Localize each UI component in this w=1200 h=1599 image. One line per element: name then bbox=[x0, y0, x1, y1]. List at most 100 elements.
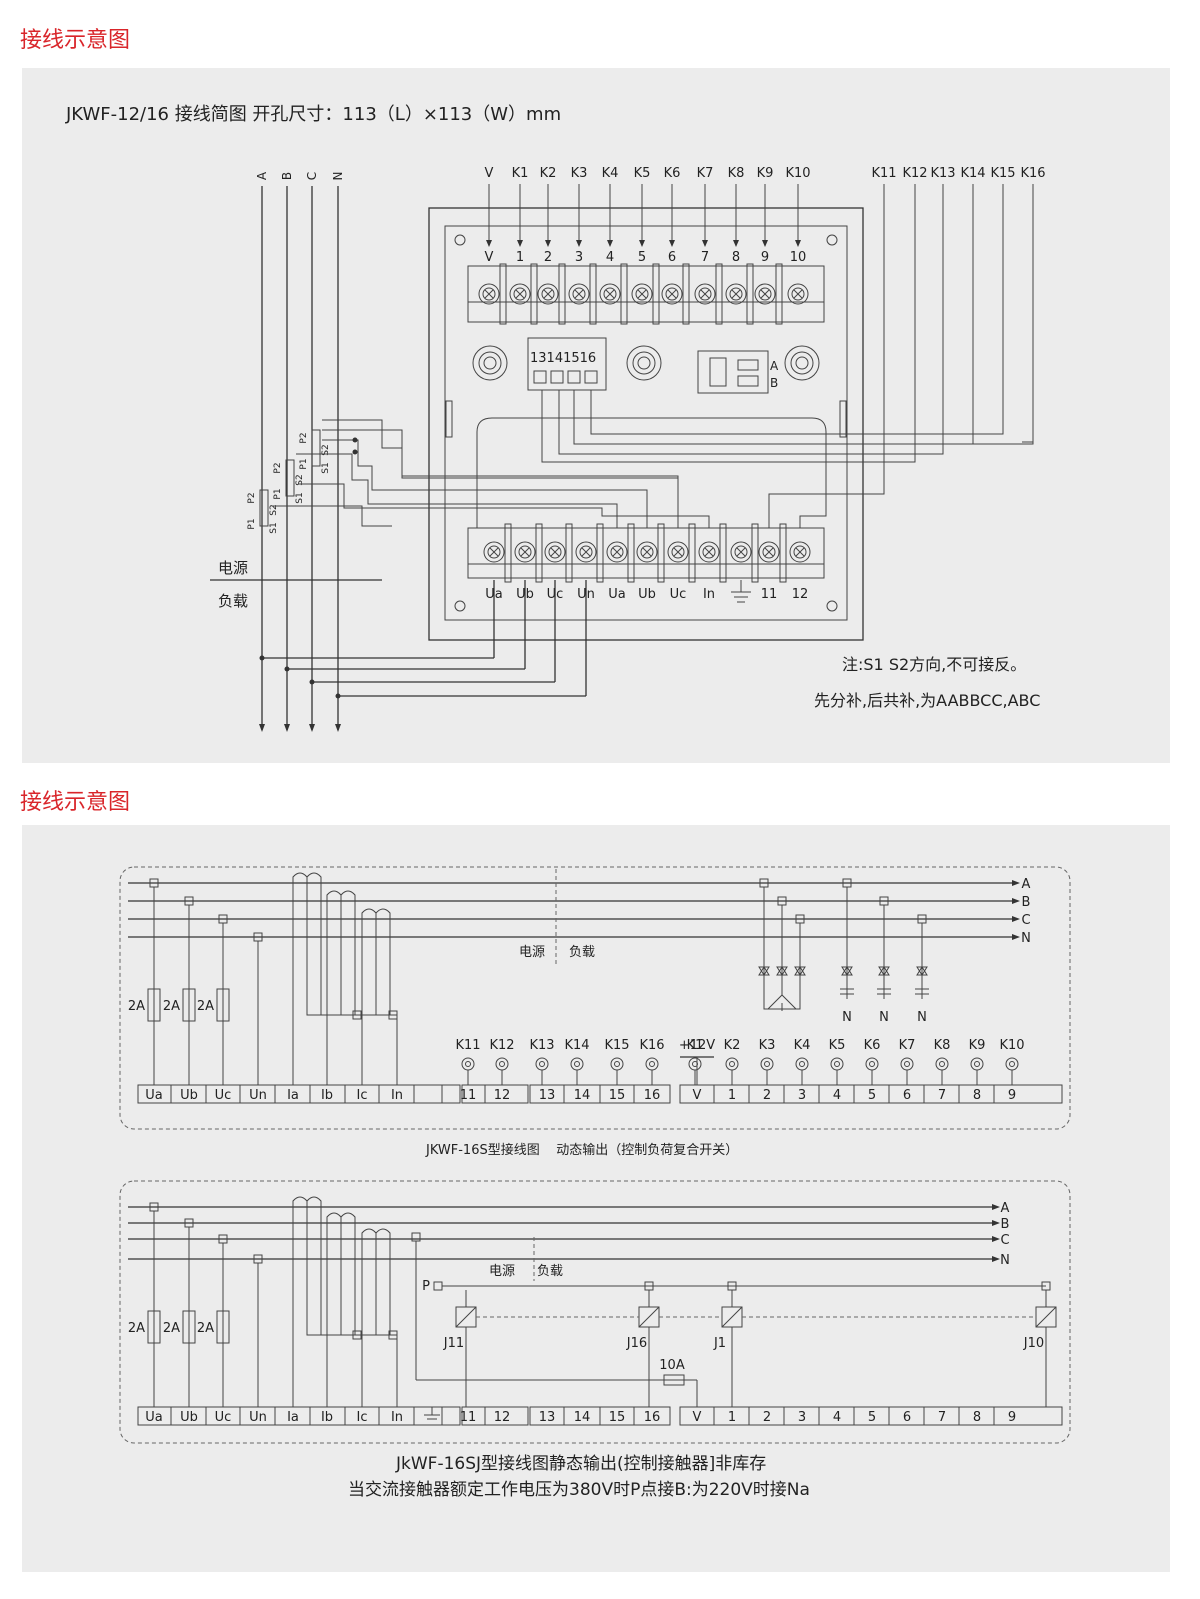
k-label: K7 bbox=[697, 166, 714, 181]
junction bbox=[335, 693, 341, 699]
k-label: K7 bbox=[899, 1038, 916, 1053]
arrow bbox=[517, 240, 523, 247]
terminal-label: 3 bbox=[798, 1088, 806, 1103]
ct-label: P1 bbox=[299, 458, 309, 469]
ring-terminal bbox=[760, 1057, 774, 1071]
terminal-label: In bbox=[703, 587, 715, 602]
wire bbox=[731, 289, 741, 299]
k-label: K2 bbox=[724, 1038, 741, 1053]
k-label: K3 bbox=[571, 166, 588, 181]
terminal-label: Un bbox=[249, 1410, 267, 1425]
phase-label: N bbox=[1000, 1253, 1010, 1268]
arrow bbox=[309, 724, 315, 732]
arrow bbox=[702, 240, 708, 247]
phase-label: B bbox=[280, 172, 294, 180]
screw bbox=[575, 541, 597, 563]
separator bbox=[558, 263, 566, 325]
ct-wire bbox=[298, 483, 710, 528]
terminal-number: 7 bbox=[701, 250, 709, 265]
terminal-label: 9 bbox=[1008, 1410, 1016, 1425]
junction bbox=[352, 449, 358, 455]
ring-inner bbox=[974, 1061, 980, 1067]
screw-inner bbox=[572, 287, 586, 301]
arrow bbox=[576, 240, 582, 247]
wire bbox=[642, 547, 652, 557]
ring-terminal bbox=[795, 1057, 809, 1071]
adjust-knobs bbox=[472, 345, 820, 381]
k-label: K4 bbox=[794, 1038, 811, 1053]
ring-inner bbox=[465, 1061, 471, 1067]
clip bbox=[445, 400, 453, 438]
phase-label: B bbox=[1001, 1217, 1010, 1232]
k-label: K12 bbox=[489, 1038, 514, 1053]
wire bbox=[700, 289, 710, 299]
ring-terminal bbox=[935, 1057, 949, 1071]
terminal-label: V bbox=[693, 1088, 702, 1103]
k-label: K8 bbox=[934, 1038, 951, 1053]
wire bbox=[484, 289, 494, 299]
terminal-strip bbox=[679, 1406, 1063, 1426]
wire bbox=[704, 547, 714, 557]
k-label: K12 bbox=[902, 166, 927, 181]
phase-label: B bbox=[1022, 895, 1031, 910]
ct-wire bbox=[322, 439, 648, 528]
screw bbox=[661, 283, 683, 305]
wire bbox=[760, 289, 770, 299]
screw bbox=[544, 541, 566, 563]
k-label: K1 bbox=[512, 166, 529, 181]
junction bbox=[284, 666, 290, 672]
diagram-16s-frame bbox=[119, 866, 1071, 1130]
screw-inner bbox=[640, 545, 654, 559]
terminal-label: 13 bbox=[539, 1410, 556, 1425]
arrow bbox=[1012, 880, 1020, 886]
phase-label: C bbox=[1021, 913, 1030, 928]
ct-label: S1 bbox=[269, 522, 279, 533]
terminal-number: V bbox=[485, 250, 494, 265]
separator bbox=[779, 523, 787, 583]
terminal-label: 1 bbox=[728, 1088, 736, 1103]
diagram-16sj-frame bbox=[119, 1180, 1071, 1444]
k-label: K9 bbox=[757, 166, 774, 181]
k-label: K1 bbox=[687, 1038, 704, 1053]
k-label: +12V bbox=[679, 1038, 715, 1053]
separator bbox=[682, 263, 690, 325]
k-label: K9 bbox=[969, 1038, 986, 1053]
phase-label: A bbox=[1001, 1201, 1010, 1216]
ct-label: S2 bbox=[295, 474, 305, 485]
label-a: A bbox=[770, 359, 779, 373]
wire bbox=[605, 289, 615, 299]
ct-label: S2 bbox=[321, 444, 331, 455]
mount-hole bbox=[826, 600, 838, 612]
arrow bbox=[545, 240, 551, 247]
screw-inner bbox=[518, 545, 532, 559]
wire bbox=[581, 547, 591, 557]
ring-terminal bbox=[535, 1057, 549, 1071]
ring-inner bbox=[904, 1061, 910, 1067]
wire bbox=[515, 289, 525, 299]
k-label: K6 bbox=[664, 166, 681, 181]
terminal-label: 11 bbox=[460, 1088, 477, 1103]
junction bbox=[352, 437, 358, 443]
screw-inner bbox=[579, 545, 593, 559]
separator bbox=[657, 523, 665, 583]
junction bbox=[352, 1010, 362, 1020]
wire bbox=[721, 1306, 743, 1328]
fuse bbox=[216, 988, 230, 1022]
connector-label: 13141516 bbox=[530, 351, 596, 366]
screw-inner bbox=[513, 287, 527, 301]
k-wire bbox=[591, 184, 1034, 445]
n-label: N bbox=[917, 1010, 927, 1025]
mount-hole bbox=[454, 600, 466, 612]
ct-wire bbox=[340, 1217, 397, 1336]
terminal-label: 6 bbox=[903, 1088, 911, 1103]
terminal-label: 8 bbox=[973, 1410, 981, 1425]
ct-label: S1 bbox=[321, 462, 331, 473]
k-wire bbox=[590, 184, 1004, 435]
terminal-label: 15 bbox=[609, 1088, 626, 1103]
fuse bbox=[147, 1310, 161, 1344]
terminal-strip bbox=[137, 1406, 461, 1426]
screw-inner bbox=[762, 545, 776, 559]
